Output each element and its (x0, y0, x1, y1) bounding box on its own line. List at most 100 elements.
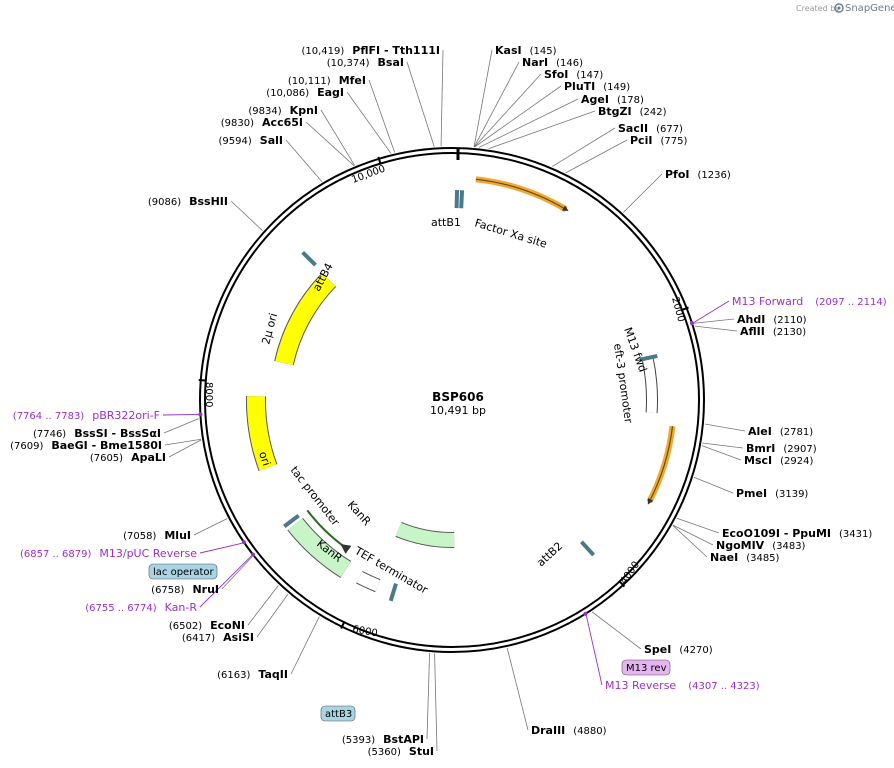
primer-site-2 (241, 540, 246, 545)
site-pos-25: (6758) (151, 585, 184, 596)
primer-site-1 (583, 611, 588, 616)
site-pos-22: (6163) (217, 670, 250, 681)
ori-label: ori (256, 450, 273, 468)
site-pos-16: (3483) (772, 541, 805, 552)
leader-7 (565, 139, 628, 174)
site-pos-0: (145) (530, 46, 557, 57)
primer-site-0 (689, 321, 694, 326)
site-label-16: NgoMIV(3483) (716, 539, 806, 552)
site-label-15: EcoO109I - PpuMI(3431) (722, 527, 872, 540)
leader-37 (440, 49, 444, 147)
leader-35 (368, 79, 396, 153)
leader-34 (346, 91, 392, 154)
primer-pos-4: (7764 .. 7783) (13, 411, 85, 422)
tick-label-8000: 8000 (203, 382, 214, 407)
site-name-32: Acc65I (262, 116, 303, 129)
site-name-27: ApaLI (131, 451, 166, 464)
tef-terminator-arrow (356, 571, 381, 592)
orf-right-arrow-line (647, 426, 674, 505)
site-label-20: (5360)StuI (368, 745, 434, 758)
site-pos-15: (3431) (839, 529, 872, 540)
leader-25 (221, 556, 253, 590)
site-name-8: PfoI (665, 168, 690, 181)
primer-label-4: (7764 .. 7783)pBR322ori-F (13, 409, 160, 422)
site-pos-12: (2907) (783, 444, 816, 455)
plasmid-length: 10,491 bp (430, 404, 486, 417)
attb3-marker (388, 583, 398, 602)
ori-arrow (246, 396, 277, 471)
site-name-34: EagI (317, 86, 344, 99)
site-name-25: NruI (192, 583, 219, 596)
site-label-9: AhdI(2110) (737, 313, 807, 326)
tac-marker (283, 513, 300, 528)
site-label-2: SfoI(147) (544, 68, 603, 81)
site-label-37: (10,419)PflFI - Tth111I (302, 44, 441, 57)
backbone-inner (204, 152, 700, 648)
leader-10 (694, 325, 738, 332)
factor-xa-label: Factor Xa site (473, 216, 549, 250)
site-pos-28: (7609) (10, 441, 43, 452)
site-name-35: MfeI (339, 74, 366, 87)
kanr-label-a: KanR (345, 498, 374, 528)
factor-xa-marker (459, 190, 465, 209)
site-name-20: StuI (409, 745, 434, 758)
site-pos-32: (9830) (221, 118, 254, 129)
attb2-marker (579, 540, 596, 557)
site-label-11: AleI(2781) (748, 425, 813, 438)
leader-28 (164, 438, 202, 446)
site-label-29: (7746)BssSI - BssSαI (33, 427, 161, 440)
site-label-12: BmrI(2907) (746, 442, 817, 455)
leader-20 (434, 653, 438, 752)
leader-36 (406, 61, 435, 147)
leader-21 (426, 652, 430, 740)
site-pos-30: (9086) (148, 197, 181, 208)
site-pos-5: (242) (640, 107, 667, 118)
site-label-25: (6758) NruI (151, 583, 219, 596)
site-label-32: (9830) Acc65I (221, 116, 303, 129)
two-mu-ori-arrow (275, 273, 336, 366)
primer-label-0: M13 Forward(2097 .. 2114) (732, 295, 887, 308)
primer-name-3: Kan-R (165, 601, 198, 614)
m13-fwd-marker (639, 354, 658, 362)
site-name-2: SfoI (544, 68, 568, 81)
primer-label-3: (6755 .. 6774) Kan-R (85, 601, 197, 614)
site-name-31: SalI (260, 134, 283, 147)
attb1-label: attB1 (431, 216, 461, 229)
primer-label-2: (6857 .. 6879)M13/pUC Reverse (20, 547, 197, 560)
tick-2000 (680, 306, 689, 312)
snapgene-logo-icon (834, 3, 844, 13)
kanr-marker-arrow (288, 518, 351, 578)
site-name-11: AleI (748, 425, 772, 438)
site-name-19: DraIII (531, 724, 565, 737)
site-label-22: (6163) TaqII (217, 668, 288, 681)
site-name-1: NarI (522, 56, 548, 69)
features-layer (198, 176, 694, 616)
site-pos-31: (9594) (219, 136, 252, 147)
lac-operator-text: lac operator (153, 567, 214, 578)
leader-1 (473, 61, 520, 148)
site-label-24: (6502)EcoNI (169, 619, 245, 632)
leader-26 (193, 518, 228, 536)
leader-15 (676, 517, 720, 534)
leader-24 (247, 585, 279, 626)
site-name-3: PluTI (564, 80, 595, 93)
leader-17 (672, 525, 708, 558)
site-name-28: BaeGI - Bme1580I (51, 439, 162, 452)
site-name-22: TaqII (258, 668, 288, 681)
site-name-14: PmeI (736, 487, 767, 500)
site-name-17: NaeI (710, 551, 738, 564)
primer-pos-3: (6755 .. 6774) (85, 603, 157, 614)
site-name-36: BsaI (378, 56, 404, 69)
site-label-23: (6417)AsiSI (182, 631, 254, 644)
site-name-26: MluI (164, 529, 191, 542)
site-label-27: (7605)ApaLI (90, 451, 166, 464)
lac-operator-badge: lac operator (148, 563, 218, 580)
site-label-5: BtgZI(242) (598, 105, 667, 118)
site-label-6: SacII(677) (618, 122, 683, 135)
attb3-badge: attB3 (320, 705, 356, 722)
primer-leader-0 (693, 300, 730, 323)
attb2-label: attB2 (534, 540, 565, 570)
leader-8 (623, 173, 663, 213)
site-name-9: AhdI (737, 313, 765, 326)
